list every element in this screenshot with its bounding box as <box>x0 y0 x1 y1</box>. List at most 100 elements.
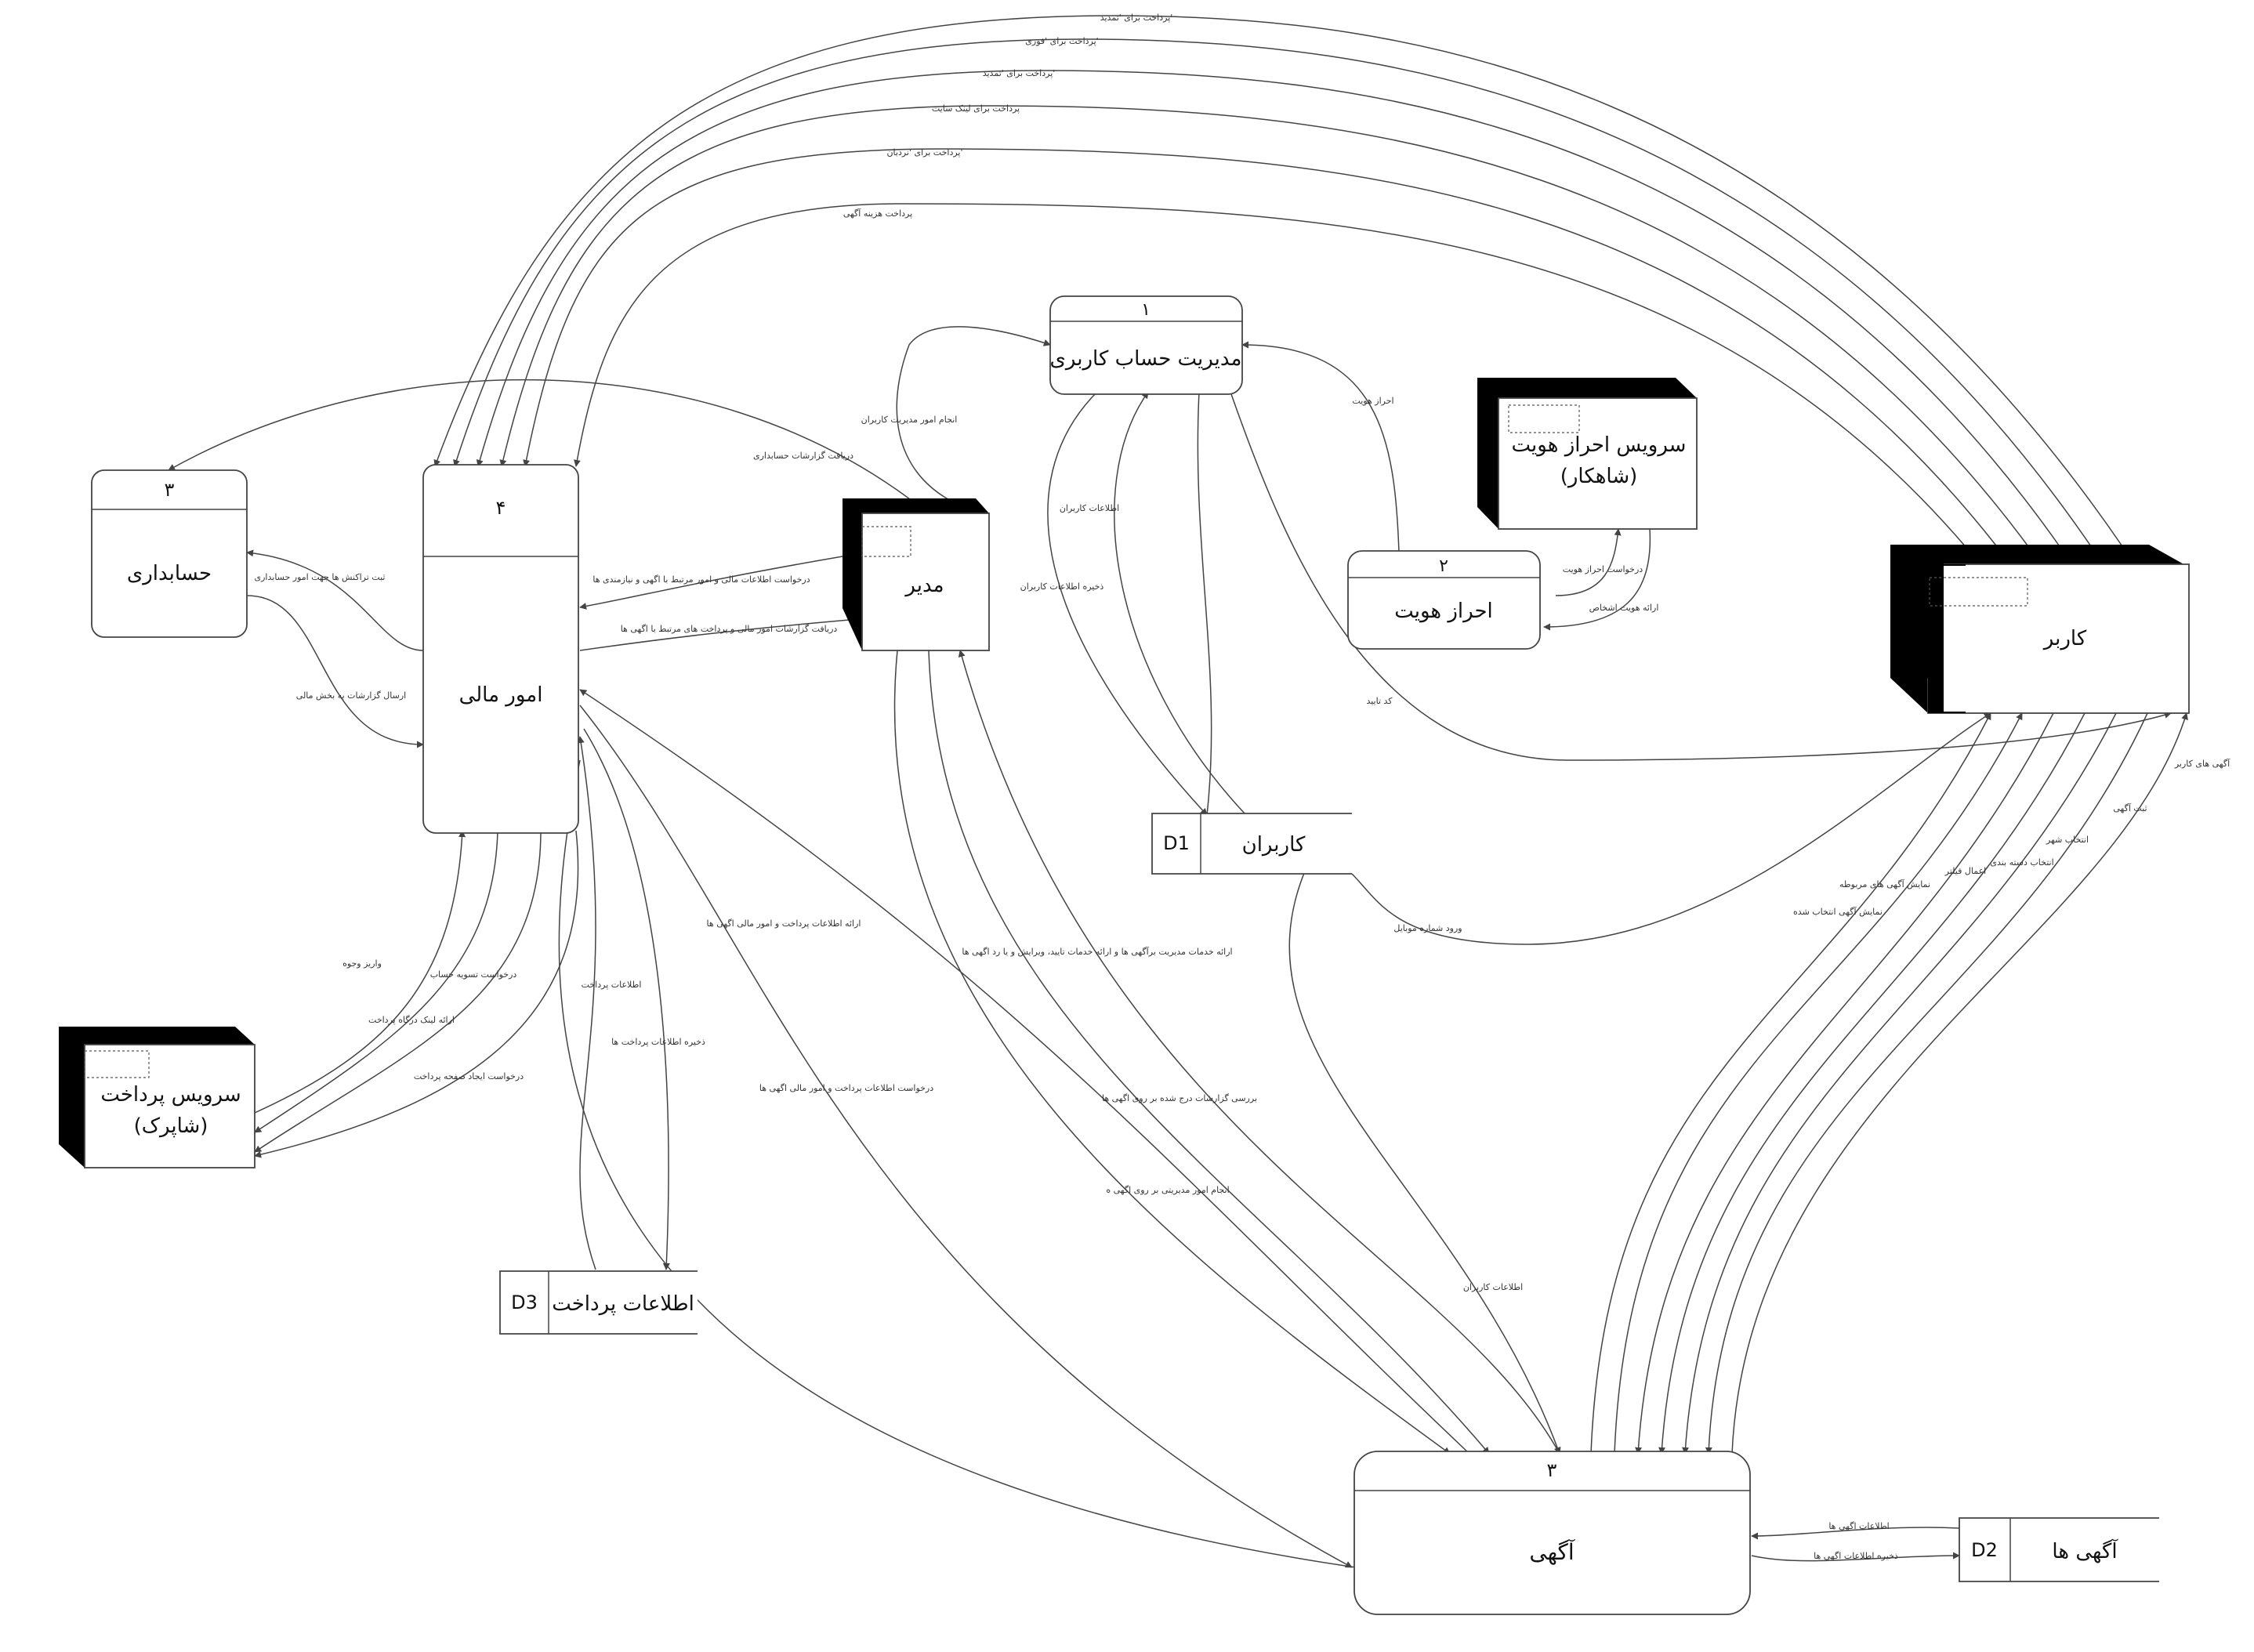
store-d2-label: آگهی ها <box>2052 1538 2118 1563</box>
process-4-number: ۴ <box>496 497 506 519</box>
flow-acct-reports <box>168 379 914 502</box>
label-selected: نمایش آگهی انتخاب شده <box>1793 906 1883 917</box>
flow-store-ads <box>1751 1552 1960 1562</box>
label-req-pay-info-ads: درخواست اطلاعات پرداخت و امور مالی اگهی … <box>759 1083 933 1093</box>
flow-post-ad <box>1705 712 2148 1455</box>
flow-user-info1 <box>1114 391 1247 816</box>
flow-category <box>1658 712 2085 1455</box>
label-fin-req: درخواست اطلاعات مالی و امور مرتبط با اگه… <box>592 574 810 585</box>
store-d3[interactable]: D3 اطلاعات پرداخت <box>499 1270 698 1335</box>
flow-pay-ladder <box>523 148 1999 549</box>
store-d1[interactable]: D1 کاربران <box>1151 813 1352 875</box>
label-acct-reports: دریافت گزارشات حسابداری <box>753 451 853 461</box>
label-review-reports: بررسی گزارشات درج شده بر روی اگهی ها <box>1102 1093 1257 1103</box>
label-record-tx: ثبت تراکنش ها جهت امور حسابداری <box>255 572 386 582</box>
external-shahkar[interactable]: سرویس احراز هویت (شاهکار) <box>1477 378 1698 530</box>
label-pay-info: اطلاعات پرداخت <box>582 980 642 990</box>
external-user[interactable]: کاربر <box>1890 545 2190 714</box>
process-3-number: ۳ <box>1547 1459 1557 1481</box>
external-admin-label: مدیر <box>904 574 944 597</box>
label-pay-renew2: پرداخت برای 'تمدید' <box>983 68 1056 78</box>
process-2[interactable]: ۲ احراز هویت <box>1347 550 1541 650</box>
label-mobile: ورود شماره موبایل <box>1393 923 1462 933</box>
external-shahkar-line2: (شاهکار) <box>1560 465 1638 488</box>
label-category: انتخاب دسته بندی <box>1990 857 2053 868</box>
store-d2[interactable]: D2 آگهی ها <box>1959 1517 2159 1582</box>
flow-review-reports <box>928 650 1490 1455</box>
flow-record-tx <box>246 549 424 651</box>
label-send-reports: ارسال گزارشات به بخش مالی <box>296 690 406 701</box>
flow-fin-req <box>579 556 843 610</box>
flow-pay-urgent <box>453 38 2093 549</box>
label-auth-req: درخواست احراز هویت <box>1563 564 1643 574</box>
flow-send-reports <box>246 595 424 748</box>
process-accounting-label: حسابداری <box>127 562 212 585</box>
process-3-label: آگهی <box>1529 1539 1575 1565</box>
flow-fin-reports <box>579 616 859 651</box>
label-store-pay: ذخیره اطلاعات پرداخت ها <box>611 1037 705 1047</box>
flow-pay-link <box>499 105 2031 549</box>
label-auth: احراز هویت <box>1352 396 1393 406</box>
flow-page-req <box>254 830 579 1158</box>
label-city: انتخاب شهر <box>2046 835 2089 845</box>
label-pay-info-ads: ارائه اطلاعات پرداخت و امور مالی اگهی ها <box>707 918 861 929</box>
store-d1-label: کاربران <box>1242 833 1306 857</box>
flow-pay-fee <box>574 203 1968 549</box>
flow-pay-info-ads <box>579 689 1470 1455</box>
flow-related <box>1614 712 2023 1455</box>
flow-pay-info <box>577 736 596 1270</box>
external-admin[interactable]: مدیر <box>843 498 990 651</box>
flow-auth-req <box>1555 528 1622 596</box>
store-d2-id: D2 <box>1971 1539 1998 1561</box>
flow-my-ads <box>1731 712 2188 1455</box>
flow-store-users <box>1047 391 1208 816</box>
label-auth-resp: ارائه هویت اشخاص <box>1589 603 1659 613</box>
label-pay-ladder: پرداخت برای 'نردبان' <box>886 147 962 158</box>
external-shahkar-line1: سرویس احراز هویت <box>1512 433 1687 457</box>
label-post-ad: ثبت آگهی <box>2113 802 2147 813</box>
flow-store-pay <box>583 728 670 1270</box>
flow-admin-services <box>958 650 1560 1455</box>
label-store-users: ذخیره اطلاعات کاربران <box>1020 581 1104 592</box>
flow-settle-req <box>254 830 498 1133</box>
label-fin-reports: دریافت گزارشات امور مالی و پرداخت های مر… <box>621 624 838 634</box>
process-3[interactable]: ۳ آگهی <box>1353 1451 1751 1615</box>
flow-labels: پرداخت برای 'تمدید' پرداخت برای 'فوری' پ… <box>255 13 2231 1561</box>
external-shaparak-line1: سرویس پرداخت <box>100 1083 241 1107</box>
flow-ads-info <box>1751 1527 1960 1540</box>
process-accounting-number: ۳ <box>165 479 175 501</box>
process-4[interactable]: ۴ امور مالی <box>422 464 579 834</box>
flow-pay-renew1 <box>433 15 2125 549</box>
store-d1-id: D1 <box>1163 832 1190 854</box>
label-gateway-link: ارائه لینک درگاه پرداخت <box>368 1015 455 1025</box>
external-shaparak[interactable]: سرویس پرداخت (شاپرک) <box>59 1027 255 1168</box>
process-2-number: ۲ <box>1439 556 1448 576</box>
store-d3-id: D3 <box>511 1292 538 1313</box>
process-2-label: احراز هویت <box>1394 600 1493 623</box>
flow-pay-renew2 <box>476 70 2062 549</box>
flow-p3-finance-back <box>558 759 1357 1568</box>
flow-gateway-link <box>254 830 542 1153</box>
label-ads-info: اطلاعات اگهی ها <box>1828 1521 1889 1531</box>
label-admin-ads: انجام امور مدیریتی بر روی اگهی ه <box>1106 1185 1229 1195</box>
flow-deposit <box>254 830 466 1114</box>
label-store-ads: ذخیره اطلاعات اگهی ها <box>1814 1551 1898 1561</box>
flow-req-pay-info-ads <box>579 705 1353 1568</box>
flow-selected <box>1590 712 1991 1455</box>
label-related: نمایش آگهی های مربوطه <box>1839 879 1930 889</box>
label-pay-urgent: پرداخت برای 'فوری' <box>1025 36 1098 46</box>
flow-p1-d1b <box>1197 391 1212 816</box>
label-admin-services: ارائه خدمات مدیریت برآگهی ها و ارائه خدم… <box>962 946 1232 957</box>
external-user-label: کاربر <box>2042 627 2087 650</box>
label-user-info1: اطلاعات کاربران <box>1060 503 1119 513</box>
label-deposit: واریز وجوه <box>342 958 382 969</box>
label-pay-renew1: پرداخت برای 'تمدید' <box>1100 13 1173 23</box>
label-pay-link: پرداخت برای لینک سایت <box>932 103 1020 114</box>
label-filter: اعمال فیلتر <box>1944 866 1986 876</box>
flow-auth <box>1241 341 1400 553</box>
process-accounting[interactable]: ۳ حسابداری <box>91 469 248 638</box>
label-page-req: درخواست ایجاد صفحه پرداخت <box>414 1071 524 1081</box>
external-shaparak-line2: (شاپرک) <box>134 1114 208 1138</box>
process-1[interactable]: ۱ مدیریت حساب کاربری <box>1049 295 1243 395</box>
